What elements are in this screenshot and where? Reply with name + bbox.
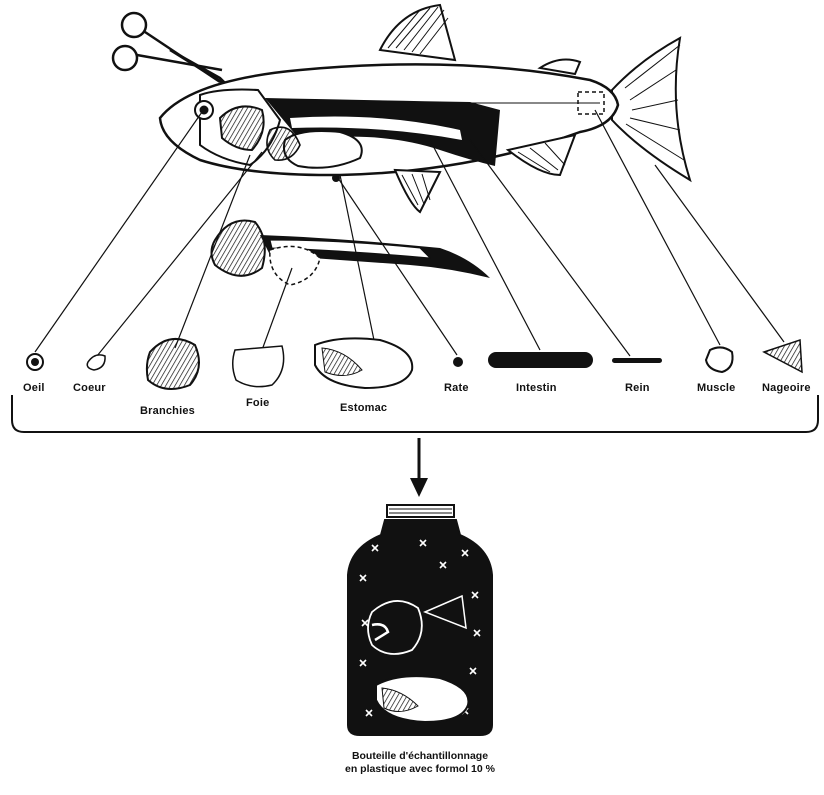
estomac-icon [315, 338, 412, 388]
label-branchies: Branchies [140, 405, 195, 417]
label-estomac: Estomac [340, 402, 387, 414]
label-rate: Rate [444, 382, 469, 394]
caption-line-1: Bouteille d'échantillonnage [300, 750, 540, 763]
foie-icon [233, 346, 284, 387]
label-muscle: Muscle [697, 382, 736, 394]
label-nageoire: Nageoire [762, 382, 811, 394]
nageoire-icon [764, 340, 802, 372]
intestin-icon [488, 352, 593, 368]
bottle-icon [348, 505, 492, 735]
label-foie: Foie [246, 397, 269, 409]
label-rein: Rein [625, 382, 650, 394]
coeur-icon [87, 355, 105, 370]
arrow-down-icon [410, 438, 428, 497]
rate-icon [453, 357, 463, 367]
label-intestin: Intestin [516, 382, 557, 394]
label-coeur: Coeur [73, 382, 106, 394]
organ-row [27, 338, 802, 389]
oeil-icon [27, 354, 43, 370]
scissors-icon [113, 13, 228, 86]
muscle-icon [706, 347, 733, 372]
branchies-icon [147, 339, 199, 389]
caption-line-2: en plastique avec formol 10 % [300, 763, 540, 776]
label-oeil: Oeil [23, 382, 45, 394]
grouping-bracket [12, 395, 818, 432]
bottle-caption: Bouteille d'échantillonnage en plastique… [300, 750, 540, 776]
rein-icon [612, 358, 662, 363]
